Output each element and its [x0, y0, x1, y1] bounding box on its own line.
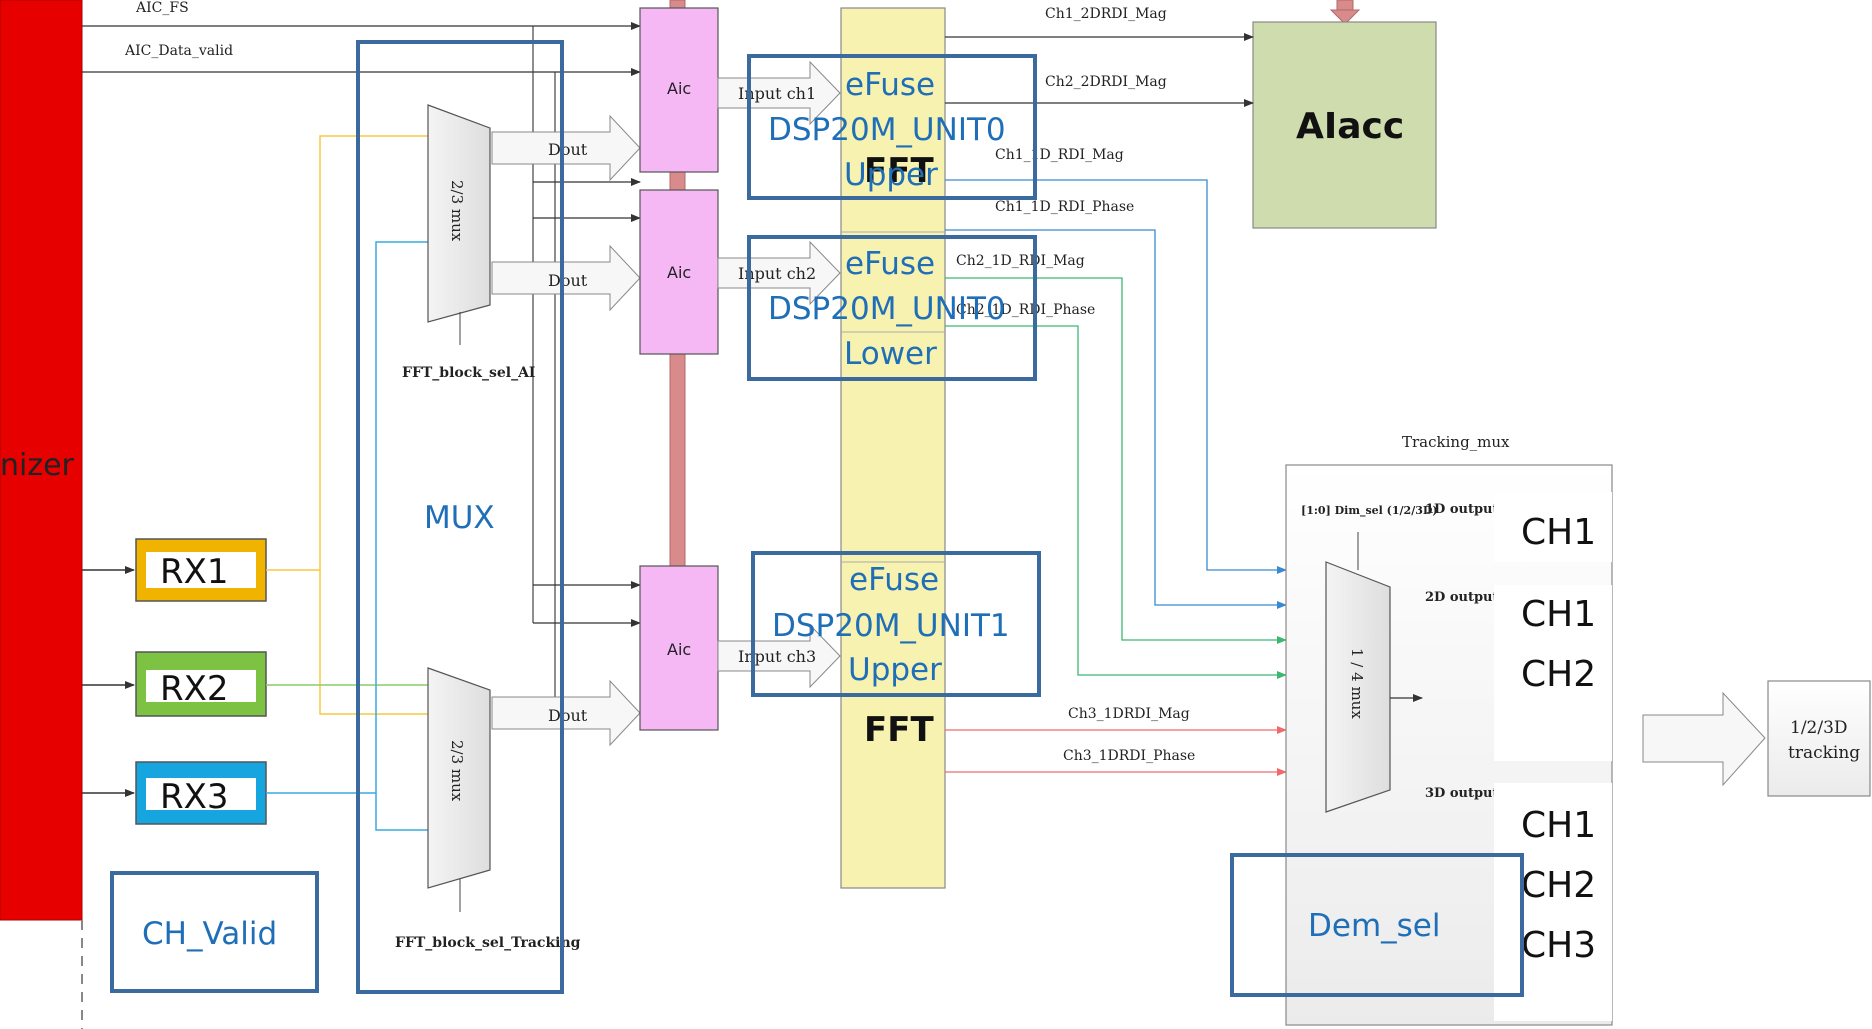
- mux-region-label: MUX: [424, 500, 495, 536]
- ch2-1d-rdi-mag-label: Ch2_1D_RDI_Mag: [956, 253, 1085, 269]
- aiacc-label: AIacc: [1296, 106, 1404, 147]
- ch-3d-ch2: CH2: [1521, 865, 1596, 906]
- dout-label-2: Dout: [548, 271, 588, 290]
- ch1-1d-rdi-mag-line: [945, 179, 1287, 574]
- rx3-route-line-lower: [375, 793, 428, 831]
- ch-valid-label: CH_Valid: [142, 916, 277, 952]
- dout-arrow-3: Dout: [491, 679, 641, 747]
- quad-mux: [1325, 561, 1391, 813]
- ch1-1d-rdi-phase-label: Ch1_1D_RDI_Phase: [995, 199, 1134, 215]
- ch2-1d-rdi-phase-line: [945, 325, 1287, 679]
- ch1-2drdi-mag-label: Ch1_2DRDI_Mag: [1045, 6, 1167, 22]
- tracking-output-arrow: [1642, 691, 1766, 787]
- input-ch2-arrow: Input ch2: [717, 240, 841, 306]
- rx1-block: RX1: [135, 538, 267, 602]
- dout-arrow-1: Dout: [491, 114, 641, 182]
- ch-2d-ch2: CH2: [1521, 654, 1596, 695]
- rx1-route-line-lower: [319, 570, 428, 715]
- fft-label-2: FFT: [864, 710, 934, 750]
- ch-2d-panel: [1494, 585, 1612, 761]
- efuse-unit1-upper-annotation: eFuse DSP20M_UNIT1 Upper: [751, 551, 1041, 697]
- input-ch3-label: Input ch3: [738, 647, 816, 666]
- input-ch1-label: Input ch1: [738, 84, 816, 103]
- ch-1d-panel: [1494, 492, 1612, 562]
- mux-upper-select-label: FFT_block_sel_AI: [402, 365, 536, 381]
- ch3-1drdi-mag-label: Ch3_1DRDI_Mag: [1068, 706, 1190, 722]
- efuse-unit0-upper-line3: Upper: [844, 157, 938, 193]
- rx3-block: RX3: [135, 761, 267, 825]
- ch1-1d-rdi-phase-line: [945, 229, 1287, 609]
- dem-sel-label: Dem_sel: [1308, 908, 1440, 944]
- rx1-label: RX1: [160, 552, 229, 592]
- tracking-mux-block: [1:0] Dim_sel (1/2/3D) 1D output: 2D out…: [1285, 464, 1613, 1026]
- aic-block-2: Aic: [639, 189, 719, 355]
- ch-3d-ch1: CH1: [1521, 805, 1596, 846]
- tracking-line1: 1/2/3D: [1790, 718, 1848, 738]
- rx3-route-line: [266, 241, 428, 794]
- quad-mux-label: 1 / 4 mux: [1348, 648, 1366, 719]
- dem-sel-annotation: Dem_sel: [1230, 853, 1524, 997]
- fft-block: [840, 7, 946, 889]
- mux-upper: 2/3 mux FFT_block_sel_AI: [402, 104, 536, 381]
- ch2-1d-rdi-phase-label: Ch2_1D_RDI_Phase: [956, 302, 1095, 318]
- rx2-block: RX2: [135, 651, 267, 717]
- efuse-unit0-lower-annotation: eFuse DSP20M_UNIT0 Lower: [747, 235, 1037, 381]
- fft-label-1: FFT: [864, 151, 934, 191]
- aiacc-bus-arrowhead: [1329, 9, 1361, 25]
- tracking-line2: tracking: [1788, 743, 1860, 763]
- aic-label-2: Aic: [667, 263, 691, 282]
- ch3-1drdi-phase-label: Ch3_1DRDI_Phase: [1063, 748, 1195, 764]
- aic-block-1: Aic: [639, 7, 719, 173]
- aic-label-3: Aic: [667, 640, 691, 659]
- aiacc-block: AIacc: [1252, 21, 1437, 229]
- out-2d-label: 2D output:: [1425, 590, 1503, 605]
- tracking-mux-title: Tracking_mux: [1402, 433, 1510, 451]
- rx3-label: RX3: [160, 777, 229, 817]
- ch-3d-panel: [1494, 783, 1612, 1021]
- aic-data-valid-label: AIC_Data_valid: [124, 43, 233, 59]
- mux-upper-label: 2/3 mux: [448, 180, 466, 242]
- input-ch1-arrow: Input ch1: [717, 60, 841, 126]
- dout-label-1: Dout: [548, 140, 588, 159]
- mux-lower-label: 2/3 mux: [448, 740, 466, 802]
- dout-arrow-2: Dout: [491, 244, 641, 312]
- mux-lower: 2/3 mux FFT_block_sel_Tracking: [395, 667, 581, 951]
- aic-fs-label: AIC_FS: [135, 0, 189, 16]
- efuse-unit0-lower-line2: DSP20M_UNIT0: [768, 291, 1006, 327]
- efuse-unit0-lower-line1: eFuse: [845, 246, 935, 282]
- dim-sel-label: [1:0] Dim_sel (1/2/3D): [1301, 504, 1438, 518]
- efuse-unit1-upper-line3: Upper: [848, 652, 942, 688]
- efuse-unit1-upper-line2: DSP20M_UNIT1: [772, 608, 1010, 644]
- ch-3d-ch3: CH3: [1521, 925, 1596, 966]
- rx2-label: RX2: [160, 669, 229, 709]
- synchronizer-label: nizer: [0, 448, 75, 483]
- aic-label-1: Aic: [667, 79, 691, 98]
- synchronizer-block: [0, 0, 83, 921]
- input-ch3-arrow: Input ch3: [717, 623, 841, 689]
- ch-2d-ch1: CH1: [1521, 594, 1596, 635]
- mux-region-annotation: MUX: [356, 40, 564, 994]
- efuse-unit0-lower-line3: Lower: [844, 336, 937, 372]
- ch1-1d-rdi-mag-label: Ch1_1D_RDI_Mag: [995, 147, 1124, 163]
- efuse-unit0-upper-line1: eFuse: [845, 67, 935, 103]
- out-1d-label: 1D output:: [1425, 502, 1503, 517]
- dout-label-3: Dout: [548, 706, 588, 725]
- mux-lower-select-label: FFT_block_sel_Tracking: [395, 935, 581, 951]
- efuse-unit1-upper-line1: eFuse: [849, 562, 939, 598]
- ch2-2drdi-mag-label: Ch2_2DRDI_Mag: [1045, 74, 1167, 90]
- ch-valid-annotation: CH_Valid: [110, 871, 319, 993]
- ch-1d-ch1: CH1: [1521, 512, 1596, 553]
- input-ch2-label: Input ch2: [738, 264, 816, 283]
- tracking-block: 1/2/3D tracking: [1767, 680, 1871, 797]
- rx1-route-line: [266, 135, 428, 571]
- aic-block-3: Aic: [639, 565, 719, 731]
- out-3d-label: 3D output:: [1425, 786, 1503, 801]
- ch2-1d-rdi-mag-line: [945, 277, 1287, 644]
- efuse-unit0-upper-annotation: eFuse DSP20M_UNIT0 Upper: [747, 54, 1037, 200]
- efuse-unit0-upper-line2: DSP20M_UNIT0: [768, 112, 1006, 148]
